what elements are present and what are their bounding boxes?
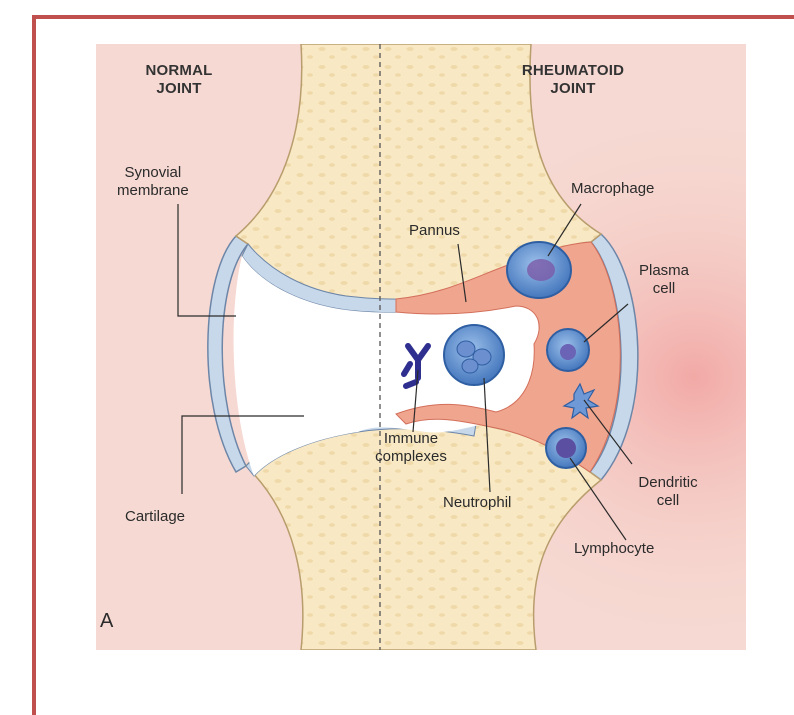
heading-rheumatoid-line2: JOINT: [498, 80, 648, 98]
label-plasma-line1: Plasma: [624, 262, 704, 280]
plasma-cell: [547, 329, 589, 371]
heading-normal-line1: NORMAL: [124, 62, 234, 80]
label-macrophage: Macrophage: [571, 180, 654, 198]
lymphocyte-cell: [546, 428, 586, 468]
heading-rheumatoid-line1: RHEUMATOID: [498, 62, 648, 80]
heading-rheumatoid-joint: RHEUMATOID JOINT: [498, 62, 648, 98]
label-plasma-cell: Plasma cell: [624, 262, 704, 298]
label-immune-complexes: Immune complexes: [352, 430, 470, 466]
label-plasma-line2: cell: [624, 280, 704, 298]
label-synovial-membrane: Synovial membrane: [117, 164, 189, 200]
label-immune-line2: complexes: [352, 448, 470, 466]
label-immune-line1: Immune: [352, 430, 470, 448]
neutrophil-cell: [444, 325, 504, 385]
label-neutrophil: Neutrophil: [443, 494, 511, 512]
label-pannus: Pannus: [409, 222, 460, 240]
panel-letter: A: [100, 610, 113, 632]
label-synovial-line2: membrane: [117, 182, 189, 200]
label-lymphocyte: Lymphocyte: [574, 540, 654, 558]
heading-normal-joint: NORMAL JOINT: [124, 62, 234, 98]
joint-illustration: [96, 44, 746, 650]
rheumatoid-joint-diagram: NORMAL JOINT RHEUMATOID JOINT Synovial m…: [96, 44, 746, 650]
label-cartilage: Cartilage: [125, 508, 185, 526]
label-dendritic-cell: Dendritic cell: [620, 474, 716, 510]
label-synovial-line1: Synovial: [117, 164, 189, 182]
macrophage-cell: [507, 242, 571, 298]
heading-normal-line2: JOINT: [124, 80, 234, 98]
label-dendritic-line2: cell: [620, 492, 716, 510]
label-dendritic-line1: Dendritic: [620, 474, 716, 492]
